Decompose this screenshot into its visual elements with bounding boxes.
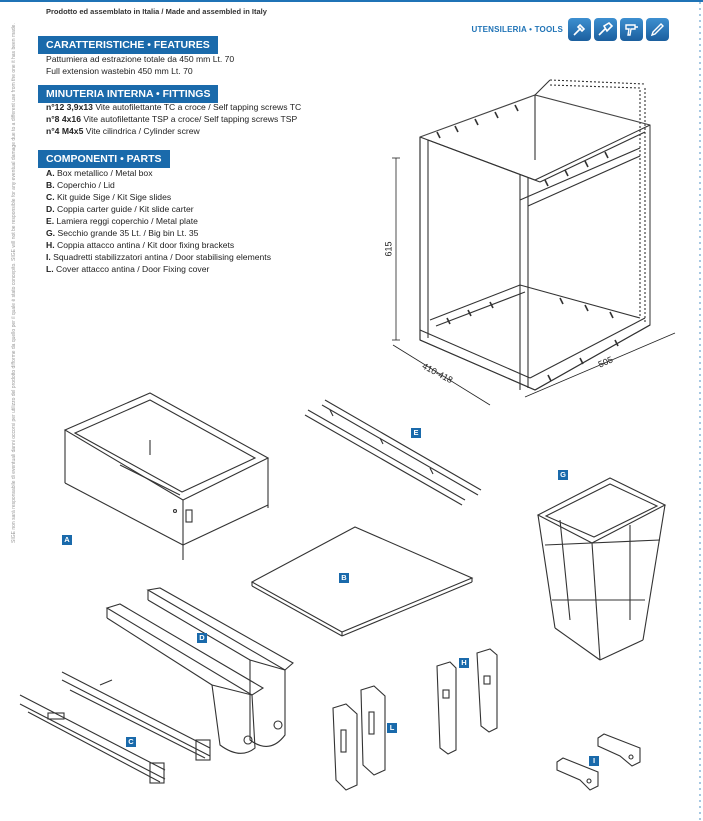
sige-slides-drawing xyxy=(19,671,211,784)
part-item: I. Squadretti stabilizzatori antina / Do… xyxy=(46,252,271,262)
features-heading: CARATTERISTICHE • FEATURES xyxy=(38,36,218,54)
part-item: B. Coperchio / Lid xyxy=(46,180,115,190)
fitting-item: n°4 M4x5 Vite cilindrica / Cylinder scre… xyxy=(46,126,200,136)
part-label-e: E xyxy=(411,428,421,438)
height-dimension: 615 xyxy=(383,241,394,257)
part-item: E. Lamiera reggi coperchio / Metal plate xyxy=(46,216,198,226)
part-label-h: H xyxy=(459,658,469,668)
part-item: L. Cover attacco antina / Door Fixing co… xyxy=(46,264,210,274)
part-label-a: A xyxy=(62,535,72,545)
part-item: G. Secchio grande 35 Lt. / Big bin Lt. 3… xyxy=(46,228,199,238)
screwdriver-icon xyxy=(568,18,591,41)
features-list: Pattumiera ad estrazione totale da 450 m… xyxy=(46,53,234,77)
fitting-item: n°8 4x16 Vite autofilettante TSP a croce… xyxy=(46,114,298,124)
parts-heading: COMPONENTI • PARTS xyxy=(38,150,170,168)
slide-carter-drawing xyxy=(105,587,294,754)
part-item: D. Coppia carter guide / Kit slide carte… xyxy=(46,204,194,214)
dotted-margin xyxy=(697,0,703,821)
door-stabilising-elements-drawing xyxy=(556,733,641,791)
feature-line: Pattumiera ad estrazione totale da 450 m… xyxy=(46,54,235,64)
pencil-icon xyxy=(646,18,669,41)
part-item: C. Kit guide Sige / Kit Sige slides xyxy=(46,192,172,202)
parts-list: A. Box metallico / Metal box B. Coperchi… xyxy=(46,167,271,275)
part-label-d: D xyxy=(197,633,207,643)
metal-box-drawing xyxy=(63,392,270,560)
part-label-c: C xyxy=(126,737,136,747)
tool-icons xyxy=(568,18,669,41)
drill-icon xyxy=(594,18,617,41)
fittings-heading: MINUTERIA INTERNA • FITTINGS xyxy=(38,85,219,103)
part-label-i: I xyxy=(589,756,599,766)
cabinet-drawing xyxy=(392,79,676,406)
part-item: H. Coppia attacco antina / Kit door fixi… xyxy=(46,240,235,250)
bin-drawing xyxy=(536,477,667,661)
part-label-g: G xyxy=(558,470,568,480)
metal-plate-drawing xyxy=(304,399,482,506)
part-label-l: L xyxy=(387,723,397,733)
made-in-note: Prodotto ed assemblato in Italia / Made … xyxy=(46,7,267,16)
screw-gun-icon xyxy=(620,18,643,41)
part-item: A. Box metallico / Metal box xyxy=(46,168,153,178)
tools-label: UTENSILERIA • TOOLS xyxy=(471,25,563,34)
door-fixing-cover-drawing xyxy=(332,685,386,791)
lid-drawing xyxy=(250,526,474,637)
fitting-item: n°12 3,9x13 Vite autofilettante TC a cro… xyxy=(46,102,302,112)
feature-line: Full extension wastebin 450 mm Lt. 70 xyxy=(46,66,193,76)
part-label-b: B xyxy=(339,573,349,583)
door-fixing-brackets-drawing xyxy=(436,648,498,755)
top-rule xyxy=(0,0,703,2)
fittings-list: n°12 3,9x13 Vite autofilettante TC a cro… xyxy=(46,101,301,137)
